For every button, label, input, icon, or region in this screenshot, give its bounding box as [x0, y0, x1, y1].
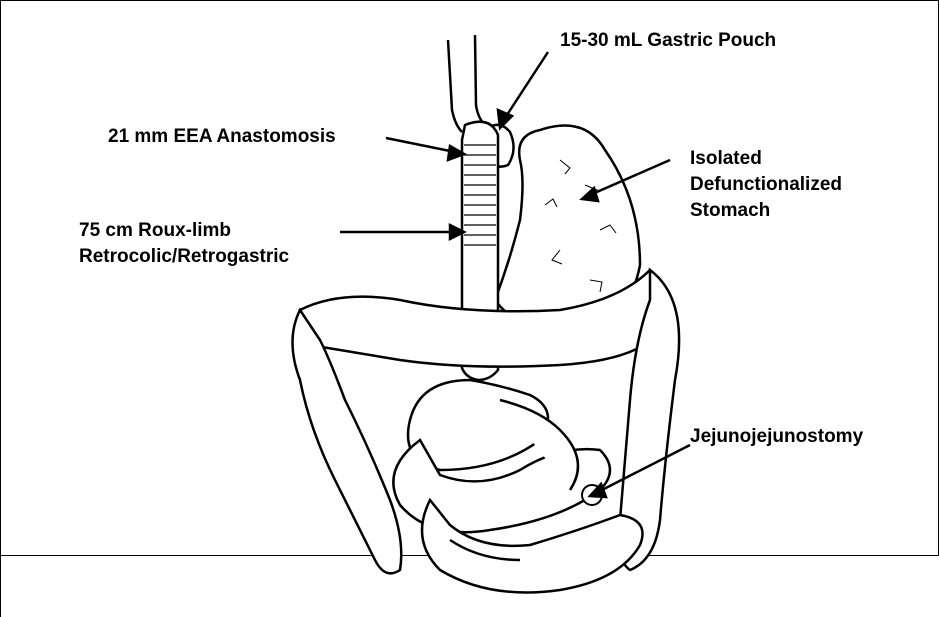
stomach-label-line3: Stomach — [690, 198, 770, 224]
esophagus — [448, 35, 488, 132]
roux-limb-label-line1: 75 cm Roux-limb — [79, 218, 231, 244]
anastomosis-label: 21 mm EEA Anastomosis — [108, 124, 336, 150]
jejunojejunostomy-label: Jejunojejunostomy — [690, 424, 863, 450]
stomach-label-line2: Defunctionalized — [690, 172, 842, 198]
stomach-label-line1: Isolated — [690, 146, 762, 172]
small-intestine — [393, 380, 642, 593]
roux-limb-label-line2: Retrocolic/Retrogastric — [79, 244, 289, 270]
gastric-pouch-label: 15-30 mL Gastric Pouch — [560, 28, 776, 54]
